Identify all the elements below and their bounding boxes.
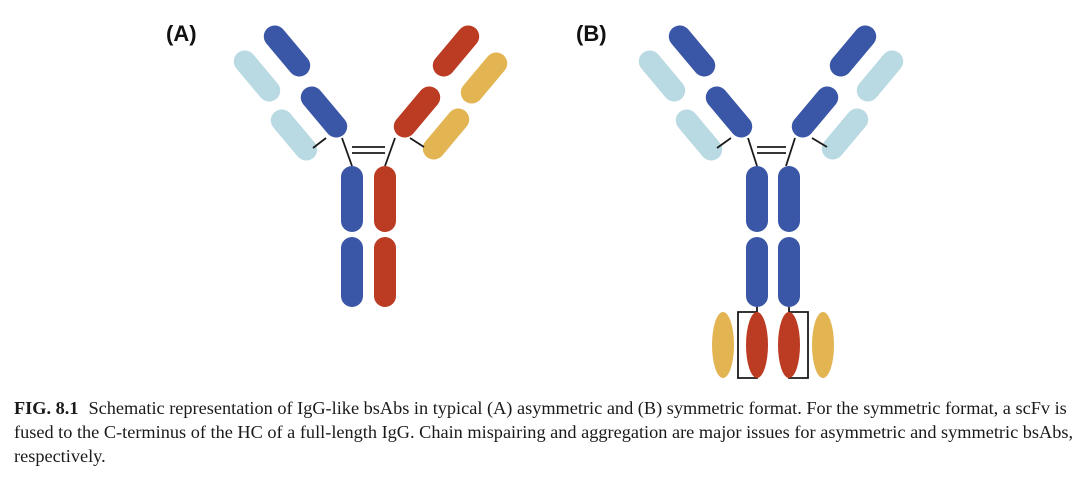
panel-b-fc [746,166,800,307]
panel-a-hinge [312,137,425,167]
panel-a-right-heavy-chain-inner [393,86,441,138]
panel-b: (B) [576,21,904,379]
panel-b-scfv [712,312,834,378]
panel-b-scfv-right-vh [778,312,800,378]
panel-b-left-arm [638,25,753,161]
panel-a-left-heavy-chain-outer [263,25,311,77]
panel-a-right-light-chain-outer [460,52,508,104]
panel-a-fc-right-lower [374,237,396,307]
panel-b-left-light-chain-outer [638,50,686,102]
panel-b-label: (B) [576,21,607,46]
panel-a-left-light-chain-outer [233,50,281,102]
panel-b-fc-right-lower [778,237,800,307]
panel-b-hinge [716,137,828,167]
panel-b-right-arm [791,25,904,160]
panel-a-left-light-chain-inner [270,109,318,161]
panel-a-label: (A) [166,21,197,46]
panel-a-right-light-chain-inner [422,108,470,160]
panel-a-right-arm [393,25,508,160]
panel-b-fc-right-upper [778,166,800,232]
figure-number: FIG. 8.1 [14,398,79,418]
panel-b-scfv-left-vh [746,312,768,378]
panel-a-fc [341,166,396,307]
antibody-diagram: (A) [166,21,904,379]
panel-b-left-heavy-chain-outer [668,25,716,77]
panel-a-left-heavy-chain-inner [300,86,348,138]
panel-a: (A) [166,21,508,307]
panel-b-right-light-chain-inner [821,108,869,160]
panel-b-fc-left-upper [746,166,768,232]
panel-b-left-heavy-chain-inner [705,86,753,138]
caption-text: Schematic representation of IgG-like bsA… [14,398,1074,466]
panel-a-right-heavy-chain-outer [432,25,480,77]
panel-b-right-heavy-chain-outer [829,25,877,77]
panel-b-right-light-chain-outer [856,50,904,102]
panel-a-fc-left-lower [341,237,363,307]
panel-b-scfv-left-vl [712,312,734,378]
panel-b-fc-left-lower [746,237,768,307]
panel-a-fc-right-upper [374,166,396,232]
panel-b-right-heavy-chain-inner [791,86,839,138]
panel-a-left-arm [233,25,348,161]
panel-b-left-light-chain-inner [675,109,723,161]
panel-a-fc-left-upper [341,166,363,232]
panel-b-scfv-right-vl [812,312,834,378]
